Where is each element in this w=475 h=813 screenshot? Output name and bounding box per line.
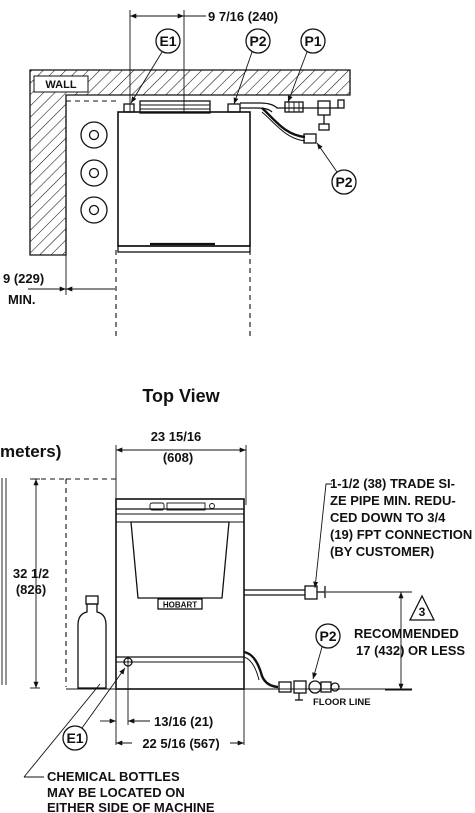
dim-e1-depth: 22 5/16 (567) [142,736,219,751]
dim-e1-offset: 13/16 (21) [154,714,213,729]
machine-front: HOBART [115,498,245,690]
wall-hatch: WALL [29,69,351,256]
floor-line-label: FLOOR LINE [313,697,371,708]
note-number: 3 [419,605,426,619]
dim-front-width-label: 23 15/16 [151,429,202,444]
recommended-line-1: RECOMMENDED [354,626,459,641]
dim-top-width-label: 9 7/16 (240) [208,9,278,24]
dim-front-height-label: 32 1/2 [13,566,49,581]
top-view: WALL 9 7/16 (240) [3,9,357,406]
chemical-bottle-front [77,595,107,689]
front-view-partial-title: meters) [0,442,61,461]
dim-connection-height: 3 RECOMMENDED 17 (432) OR LESS [326,591,465,691]
brand-badge: HOBART [163,601,197,610]
e1-connection-front [123,657,133,667]
callout-e1-front: E1 [62,667,126,751]
recommended-line-2: 17 (432) OR LESS [356,643,465,658]
pipe-note-line-4: (19) FPT CONNECTION [330,527,472,542]
callout-p2-hose-label: P2 [335,174,352,190]
front-view: meters) 23 15/16 (608) 32 1/2 (826) [0,429,472,813]
plumbing-top [240,99,345,144]
dim-wall-clearance-min: MIN. [8,292,35,307]
top-view-title: Top View [142,386,220,406]
machine-footprint-outline [65,100,251,340]
wall-label: WALL [45,79,76,91]
callout-p2-top-label: P2 [249,33,266,49]
callout-e1-front-label: E1 [66,730,83,746]
callout-p2-top: P2 [233,28,271,105]
dim-front-height-mm: (826) [16,582,46,597]
chemical-note-line-1: CHEMICAL BOTTLES [47,769,180,784]
callout-p1-top: P1 [287,28,326,103]
callout-p2-front: P2 [312,623,341,680]
pipe-note: 1-1/2 (38) TRADE SI- ZE PIPE MIN. REDU- … [313,476,472,589]
callout-p2-hose: P2 [316,142,357,195]
callout-p2-front-label: P2 [319,628,336,644]
chemical-bottles-top [80,121,108,224]
dim-front-width: 23 15/16 (608) [115,429,247,505]
chemical-note-line-2: MAY BE LOCATED ON [47,785,185,800]
pipe-note-line-1: 1-1/2 (38) TRADE SI- [330,476,455,491]
chemical-note-line-3: EITHER SIDE OF MACHINE [47,800,215,813]
callout-e1-top-label: E1 [159,33,176,49]
dim-top-width: 9 7/16 (240) [129,9,278,112]
dim-front-width-mm: (608) [163,450,193,465]
dim-front-height: 32 1/2 (826) [13,478,49,689]
dim-e1: 13/16 (21) 22 5/16 (567) [100,667,245,751]
pipe-note-line-2: ZE PIPE MIN. REDU- [330,493,456,508]
chemical-note: CHEMICAL BOTTLES MAY BE LOCATED ON EITHE… [23,683,215,813]
left-fragment [1,478,7,685]
front-envelope-outline [32,478,116,687]
dim-wall-clearance: 9 (229) MIN. [3,255,115,307]
pipe-note-line-5: (BY CUSTOMER) [330,544,434,559]
callout-p1-top-label: P1 [304,33,321,49]
pipe-note-line-3: CED DOWN TO 3/4 [330,510,446,525]
floor-line: FLOOR LINE [66,688,412,708]
dim-wall-clearance-label: 9 (229) [3,271,44,286]
callout-e1-top: E1 [130,28,181,104]
plumbing-front [243,585,340,701]
machine-top-view [117,100,251,253]
